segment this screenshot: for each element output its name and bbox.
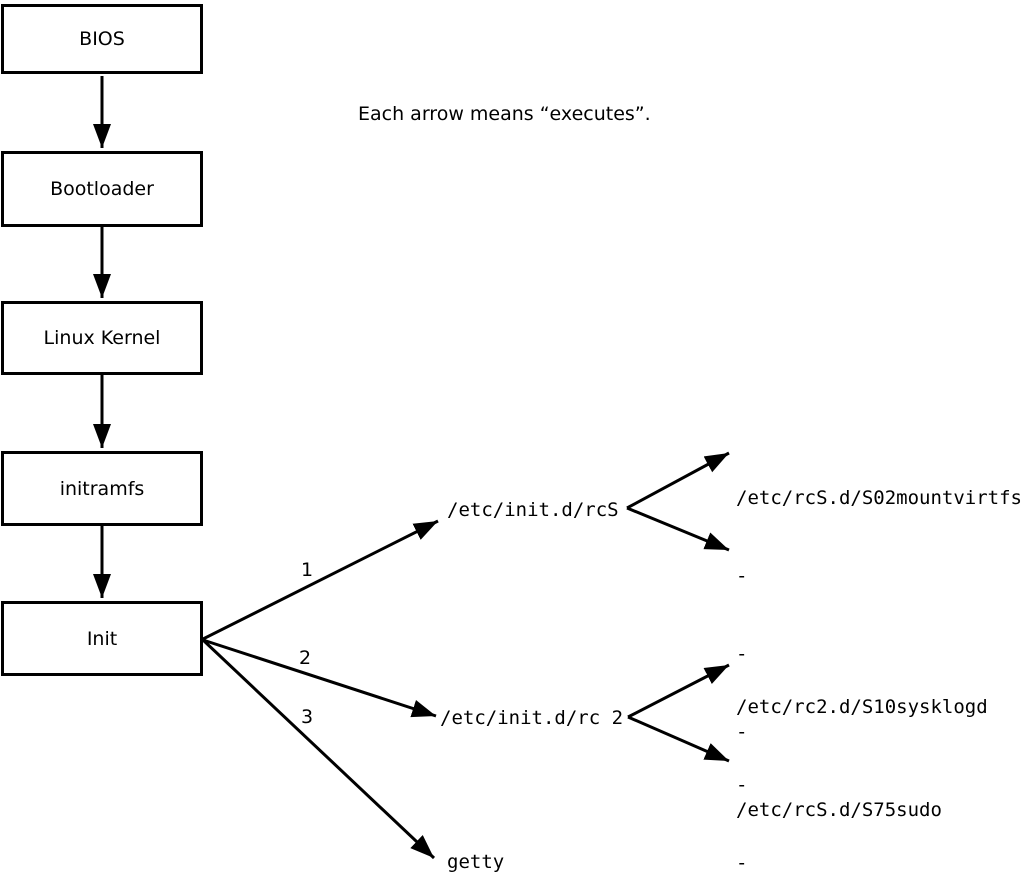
branch-2-number: 2 [299,647,312,669]
arrow-rc2-to-s10sysklogd [627,663,730,719]
arrow-rc2-to-s99gdm [627,715,730,763]
script-line-dash: - [736,721,748,743]
box-linux-kernel: Linux Kernel [1,301,203,375]
arrow-init-to-rc2 [202,638,437,718]
box-initramfs-label: initramfs [59,477,145,500]
box-linux-kernel-label: Linux Kernel [43,327,161,349]
script-line-dash: - [736,643,748,665]
box-bootloader-label: Bootloader [50,178,154,200]
script-line: /etc/rc2.d/S10sysklogd [736,696,988,718]
script-line-dash: - [736,774,748,796]
label-rc2: /etc/init.d/rc 2 [440,707,624,729]
script-group-rc2d: /etc/rc2.d/S10sysklogd - - - /etc/rc2.d/… [736,642,988,875]
box-bootloader: Bootloader [1,151,203,227]
label-rcS: /etc/init.d/rcS [447,499,619,521]
box-init: Init [1,601,203,676]
branch-3-number: 3 [301,706,314,728]
arrow-rcS-to-s02mountvirtfs [626,451,730,510]
label-getty: getty [447,851,505,873]
script-line: /etc/rcS.d/S75sudo [736,799,942,821]
script-line: /etc/rcS.d/S02mountvirtfs [736,487,1022,509]
box-bios: BIOS [1,4,203,74]
arrow-rcS-to-s75sudo [626,506,730,552]
branch-1-number: 1 [301,559,314,581]
note-executes: Each arrow means “executes”. [358,103,651,125]
arrow-init-to-getty [201,638,436,860]
box-init-label: Init [86,627,118,650]
script-line-dash: - [736,565,748,587]
box-initramfs: initramfs [1,451,203,526]
script-line-dash: - [736,852,748,874]
box-bios-label: BIOS [79,28,125,50]
script-group-rcSd: /etc/rcS.d/S02mountvirtfs - - - /etc/rcS… [736,433,1022,875]
arrow-init-to-rcS [202,519,439,641]
